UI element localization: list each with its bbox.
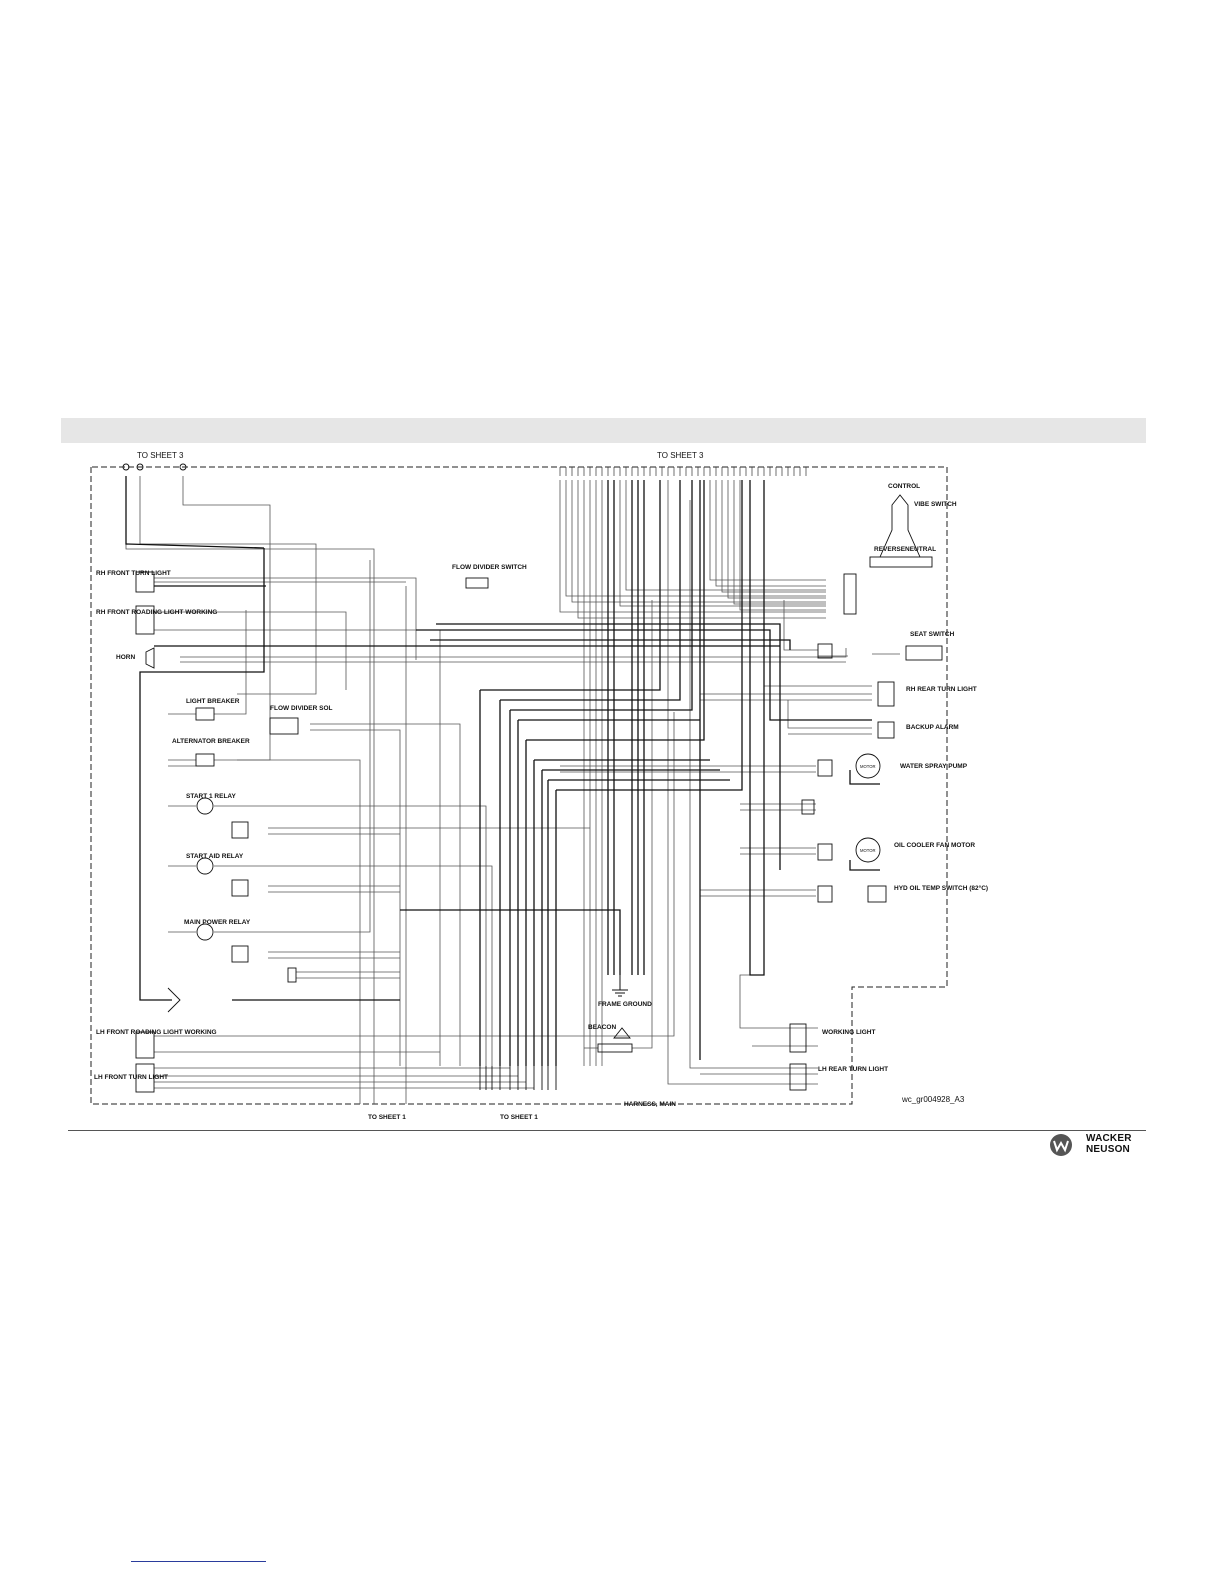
- label-water-spray-pump: WATER SPRAY PUMP: [900, 763, 968, 770]
- label-to-sheet3-left: TO SHEET 3: [137, 451, 184, 460]
- label-reverse: REVERSE: [874, 546, 906, 553]
- label-hyd-oil-temp-switch: HYD OIL TEMP SWITCH (82°C): [894, 884, 988, 892]
- label-main-power-relay: MAIN POWER RELAY: [184, 919, 251, 926]
- label-control: CONTROL: [888, 483, 920, 490]
- label-vibe-switch: VIBE SWITCH: [914, 501, 957, 508]
- frame-ground-symbol: [612, 975, 628, 997]
- label-working-light: WORKING LIGHT: [822, 1029, 875, 1036]
- label-oil-cooler-fan-motor: OIL COOLER FAN MOTOR: [894, 842, 975, 849]
- label-to-sheet1-b: TO SHEET 1: [500, 1114, 538, 1121]
- label-to-sheet3-top: TO SHEET 3: [657, 451, 704, 460]
- brand-logo: WACKER NEUSON: [1046, 1132, 1140, 1158]
- label-to-sheet1-a: TO SHEET 1: [368, 1114, 406, 1121]
- label-horn: HORN: [116, 654, 135, 661]
- label-beacon: BEACON: [588, 1024, 616, 1031]
- label-alternator-breaker: ALTERNATOR BREAKER: [172, 738, 250, 745]
- brand-line1: WACKER: [1086, 1133, 1132, 1144]
- label-backup-alarm: BACKUP ALARM: [906, 724, 959, 731]
- bottom-link-underline[interactable]: [131, 1561, 266, 1562]
- label-flow-divider-sol: FLOW DIVIDER SOL: [270, 705, 333, 712]
- label-start-aid-relay: START AID RELAY: [186, 853, 244, 860]
- label-lh-rear-turn-light: LH REAR TURN LIGHT: [818, 1066, 888, 1073]
- thin-wires: [125, 476, 900, 1104]
- label-start1-relay: START 1 RELAY: [186, 793, 237, 800]
- label-drawing-id: wc_gr004928_A3: [901, 1095, 965, 1104]
- label-seat-switch: SEAT SWITCH: [910, 631, 955, 638]
- label-frame-ground: FRAME GROUND: [598, 1001, 652, 1008]
- label-neutral: NEUTRAL: [905, 546, 936, 553]
- brand-line2: NEUSON: [1086, 1144, 1130, 1155]
- label-motor-2: MOTOR: [860, 848, 876, 853]
- footer-rule: [68, 1130, 1146, 1131]
- label-flow-divider-switch: FLOW DIVIDER SWITCH: [452, 564, 527, 571]
- label-rh-front-roading-light: RH FRONT ROADING LIGHT WORKING: [96, 609, 217, 616]
- label-lh-front-roading-light: LH FRONT ROADING LIGHT WORKING: [96, 1029, 217, 1036]
- heavy-wires: [125, 476, 880, 1066]
- label-lh-front-turn-light: LH FRONT TURN LIGHT: [94, 1074, 168, 1081]
- top-connector-pins: [559, 467, 807, 476]
- label-light-breaker: LIGHT BREAKER: [186, 698, 240, 705]
- header-band: [61, 418, 1146, 443]
- harness-boundary: [90, 466, 948, 1105]
- diagram-labels: TO SHEET 3 TO SHEET 3 CONTROL VIBE SWITC…: [94, 451, 988, 1121]
- component-symbols: [122, 463, 943, 1093]
- label-rh-rear-turn-light: RH REAR TURN LIGHT: [906, 686, 977, 693]
- wacker-neuson-w-logo-icon: [1050, 1134, 1072, 1156]
- label-rh-front-turn-light: RH FRONT TURN LIGHT: [96, 570, 171, 577]
- label-motor-1: MOTOR: [860, 764, 876, 769]
- label-harness-main: HARNESS, MAIN: [624, 1101, 676, 1108]
